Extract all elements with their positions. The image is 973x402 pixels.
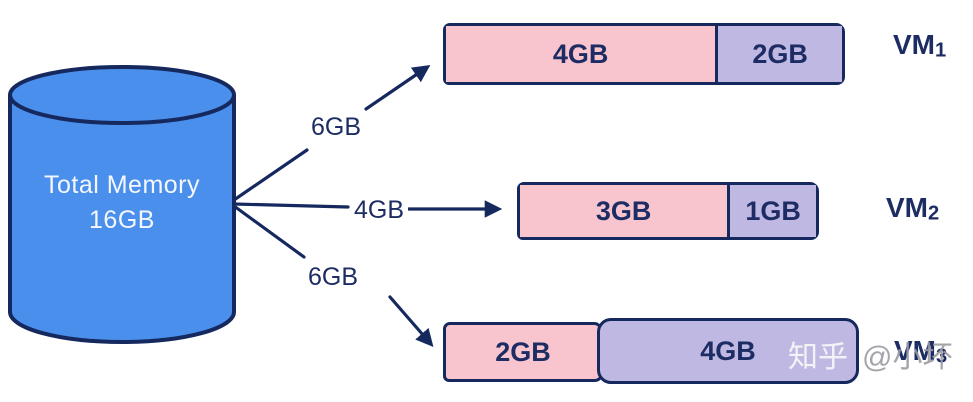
arrow-label-vm3: 6GB: [308, 263, 359, 291]
vm2-segment-free: 1GB: [727, 185, 816, 237]
total-memory-title: Total Memory: [43, 171, 201, 199]
vm1-segment-free: 2GB: [715, 26, 842, 82]
vm2-memory-bar: 3GB 1GB: [517, 182, 819, 240]
vm2-label-text: VM: [886, 192, 928, 223]
vm1-segment-allocated: 4GB: [446, 26, 716, 82]
vm1-memory-bar: 4GB 2GB: [443, 23, 845, 85]
watermark-brand: 知乎: [788, 341, 848, 374]
vm2-segment-allocated: 3GB: [520, 185, 728, 237]
vm2-label-sub: 2: [928, 202, 940, 225]
vm2-label: VM2: [886, 192, 939, 229]
vm1-label-text: VM: [893, 29, 935, 60]
total-memory-size: 16GB: [89, 206, 155, 234]
vm3-label: VM3: [894, 335, 947, 372]
watermark: 知乎 @小坏: [788, 340, 952, 376]
vm1-label-sub: 1: [935, 39, 947, 62]
vm3-segment-allocated: 2GB: [443, 322, 603, 382]
vm1-label: VM1: [893, 29, 946, 66]
vm3-segment-free: 4GB: [597, 318, 859, 384]
total-memory-label: Total Memory 16GB: [10, 168, 234, 238]
vm3-label-text: VM: [894, 335, 936, 366]
watermark-author: @小坏: [862, 341, 953, 374]
arrow-label-vm2: 4GB: [350, 196, 409, 224]
vm3-label-sub: 3: [936, 345, 948, 368]
arrow-label-vm1: 6GB: [311, 113, 362, 141]
